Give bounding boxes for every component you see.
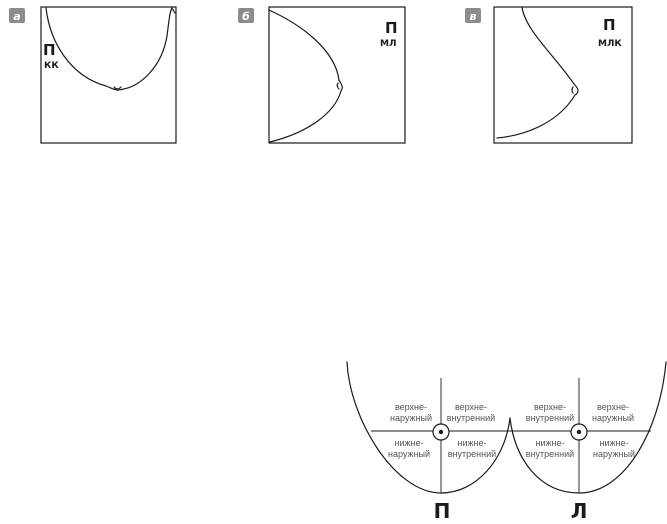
- left-lower-left-line1: нижне-: [395, 438, 424, 448]
- panel-b-label-box: [238, 8, 254, 23]
- right-lower-left-line2: внутренний: [526, 449, 574, 459]
- panel-a-projection: КК: [44, 61, 59, 71]
- quadrant-map: верхне- наружный верхне- внутренний нижн…: [346, 361, 667, 523]
- left-upper-right-line1: верхне-: [455, 402, 487, 412]
- left-upper-left-line2: наружный: [390, 413, 432, 423]
- panel-a-letter: а: [13, 10, 20, 23]
- left-upper-left-line1: верхне-: [395, 402, 427, 412]
- panel-a-frame: [40, 6, 177, 144]
- left-figure-outline: [346, 361, 511, 494]
- left-lower-left-line2: наружный: [388, 449, 430, 459]
- panel-b: б П МЛ: [238, 6, 406, 144]
- left-lower-right-line2: внутренний: [448, 449, 496, 459]
- right-lower-right-line1: нижне-: [600, 438, 629, 448]
- left-upper-right-line2: внутренний: [447, 413, 495, 423]
- panel-a-nipple: [113, 86, 122, 90]
- right-upper-left-line1: верхне-: [534, 402, 566, 412]
- panel-c-nipple: [571, 86, 574, 94]
- left-lower-right-line1: нижне-: [458, 438, 487, 448]
- right-upper-right-line1: верхне-: [597, 402, 629, 412]
- right-upper-left-line2: внутренний: [526, 413, 574, 423]
- right-figure-nipple-dot: [576, 429, 582, 435]
- panel-b-letter: б: [242, 10, 250, 23]
- panel-a-breast-contour: [45, 7, 176, 91]
- panel-b-projection: МЛ: [380, 39, 396, 49]
- right-figure-outline: [509, 361, 667, 494]
- panel-c-letter: в: [470, 10, 477, 23]
- panel-a: а П КК: [9, 6, 177, 144]
- panel-b-frame: [268, 6, 406, 144]
- right-lower-left-line1: нижне-: [536, 438, 565, 448]
- left-figure-nipple-dot: [438, 429, 444, 435]
- panel-a-side: П: [43, 41, 56, 59]
- panel-c-projection: МЛК: [598, 39, 622, 49]
- panel-c-side: П: [603, 16, 616, 34]
- panel-c-label-box: [465, 8, 481, 23]
- left-figure-side-label: П: [434, 499, 451, 523]
- panel-b-side: П: [385, 19, 398, 37]
- panel-b-nipple: [336, 82, 340, 90]
- panel-a-label-box: [9, 8, 25, 23]
- right-upper-right-line2: наружный: [592, 413, 634, 423]
- panel-c: в П МЛК: [465, 6, 633, 144]
- panel-b-breast-contour: [268, 9, 343, 143]
- panel-c-breast-contour: [496, 6, 579, 139]
- panel-c-frame: [493, 6, 633, 144]
- right-figure-side-label: Л: [571, 499, 588, 523]
- right-lower-right-line2: наружный: [593, 449, 635, 459]
